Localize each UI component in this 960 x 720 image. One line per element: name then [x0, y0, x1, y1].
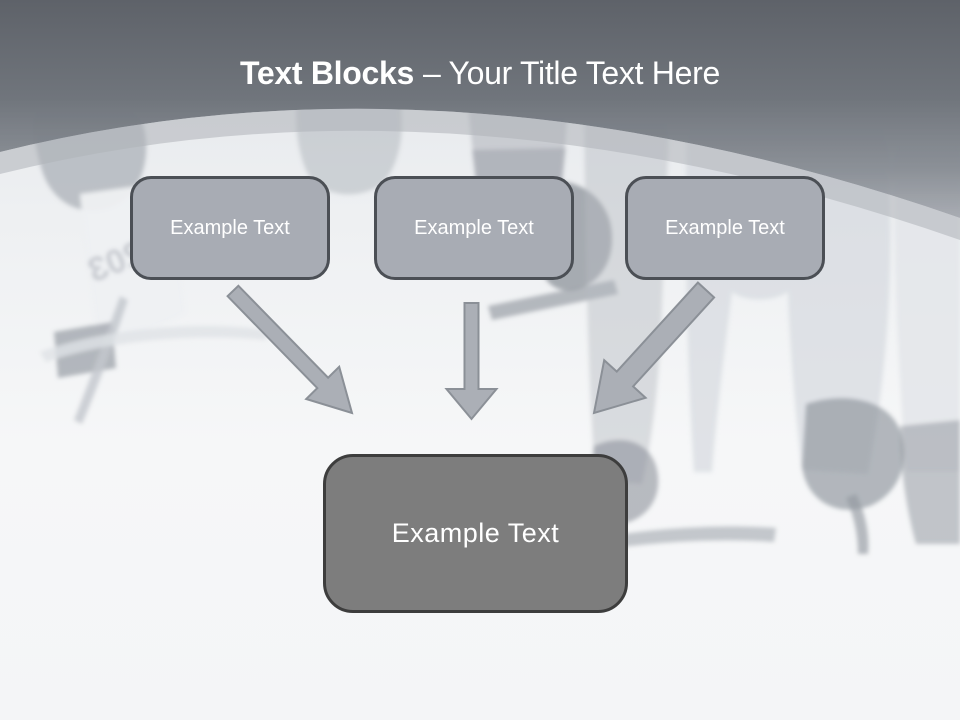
title-bold-text: Text Blocks — [240, 55, 414, 91]
skate-blade — [598, 526, 776, 550]
skate-boot — [900, 420, 960, 544]
header-stripe — [0, 108, 960, 240]
title-regular-text: – Your Title Text Here — [422, 55, 720, 91]
skate-blade — [74, 296, 128, 424]
arrow-block3-to-center[interactable] — [592, 281, 716, 415]
text-block-2-label: Example Text — [414, 216, 534, 239]
text-block-3-label: Example Text — [665, 216, 785, 239]
slide-title[interactable]: Text Blocks– Your Title Text Here — [0, 53, 960, 93]
text-block-2[interactable]: Example Text — [374, 176, 574, 280]
header-banner — [0, 0, 960, 240]
ice-streak — [40, 326, 268, 362]
skate-blade — [488, 280, 618, 320]
arrow-block1-to-center[interactable] — [226, 284, 354, 415]
header-curve — [0, 0, 960, 218]
arrow-block2-to-center[interactable] — [444, 302, 499, 421]
text-block-3[interactable]: Example Text — [625, 176, 825, 280]
text-block-1[interactable]: Example Text — [130, 176, 330, 280]
center-text-block[interactable]: Example Text — [323, 454, 628, 613]
center-text-block-label: Example Text — [391, 518, 560, 548]
pant-cuff — [472, 148, 566, 182]
skate-boot — [802, 398, 905, 510]
text-block-1-label: Example Text — [170, 216, 290, 239]
skate-blade — [846, 494, 869, 554]
